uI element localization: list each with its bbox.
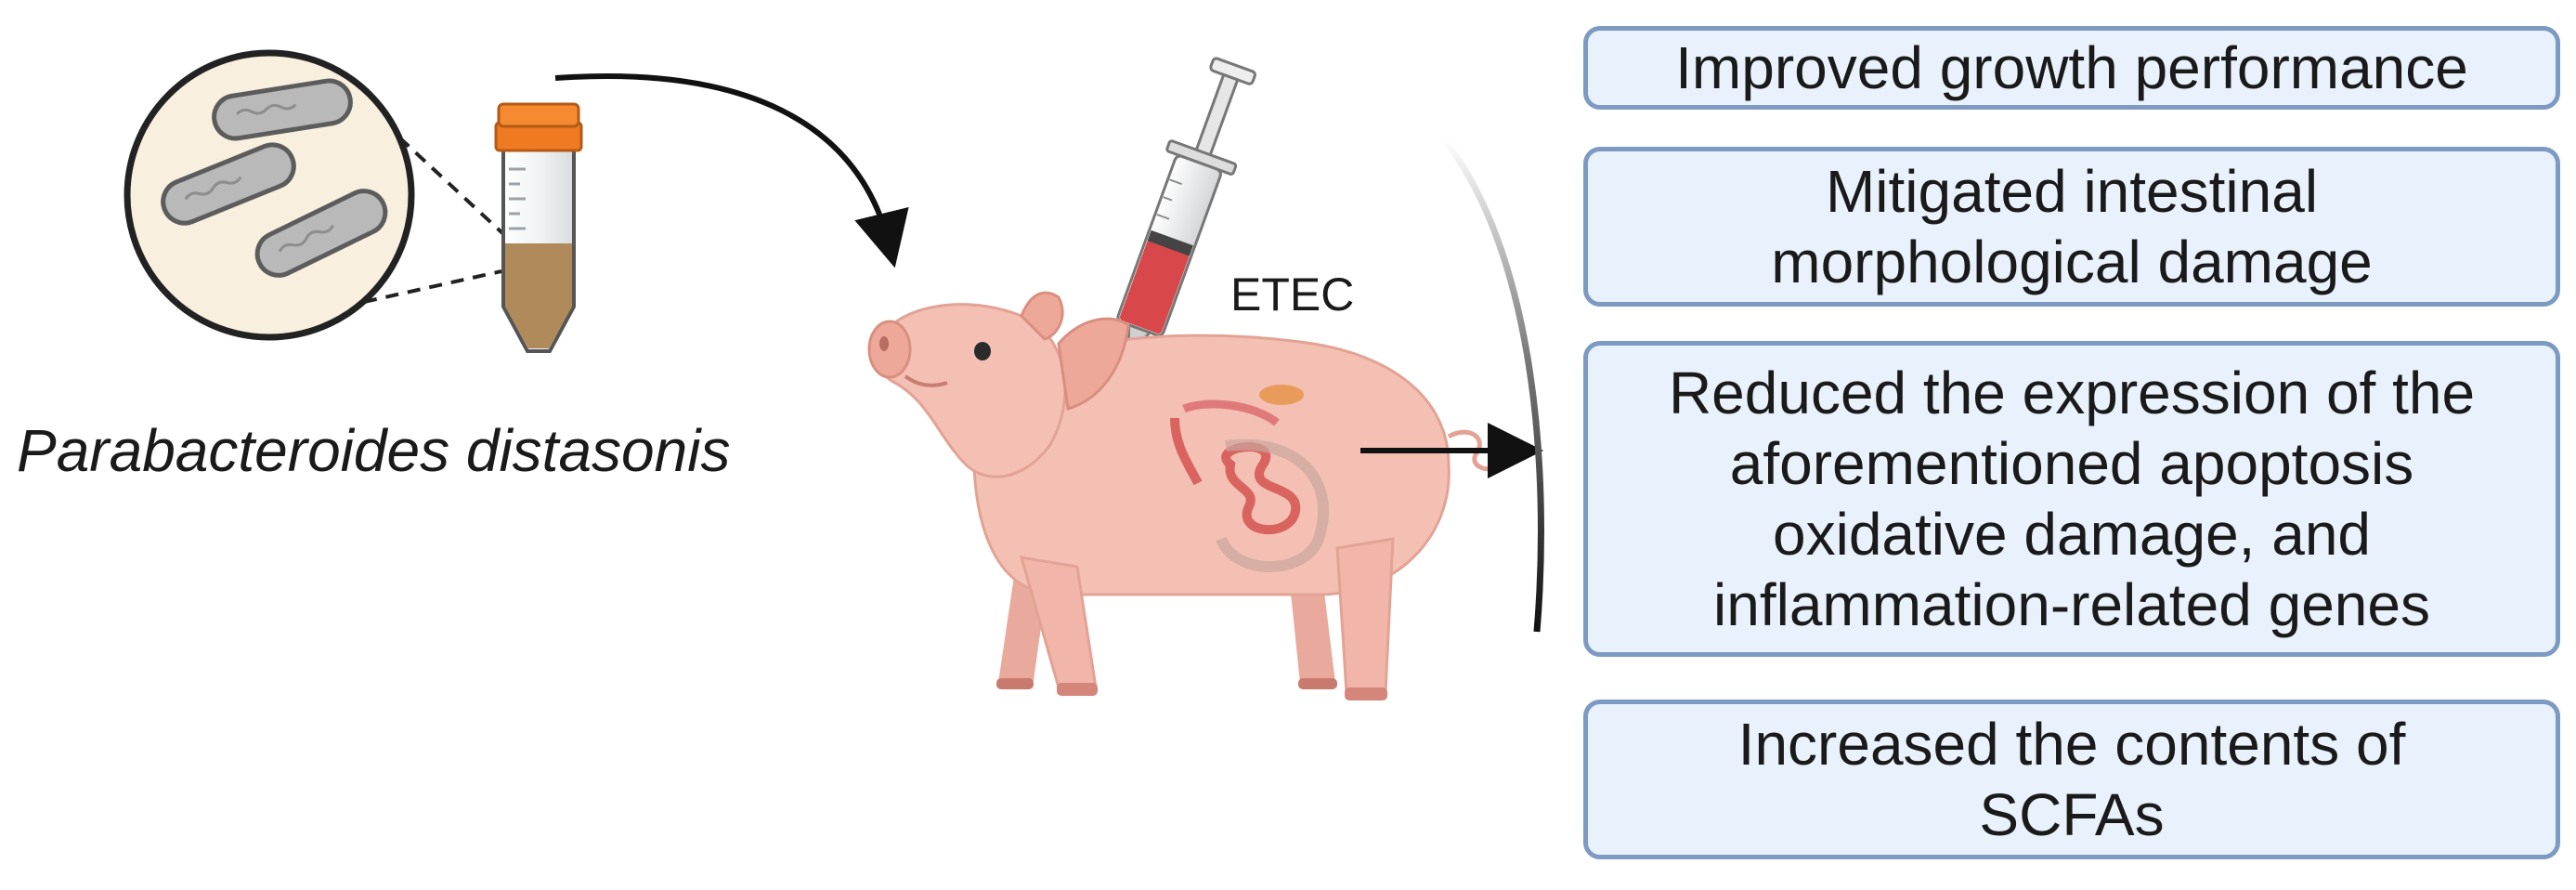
intestine-icon xyxy=(1170,385,1329,572)
outcome-text: inflammation-related genes xyxy=(1713,571,2430,638)
outcome-box-intestinal: Mitigated intestinal morphological damag… xyxy=(1583,147,2560,307)
arc-bracket xyxy=(1441,137,1544,633)
outcome-text: Reduced the expression of the xyxy=(1668,360,2476,426)
culture-tube-icon xyxy=(494,102,583,353)
outcome-text: SCFAs xyxy=(1979,781,2165,848)
outcome-box-growth: Improved growth performance xyxy=(1583,26,2560,110)
outcome-text: aforementioned apoptosis xyxy=(1729,430,2414,497)
etec-label: ETEC xyxy=(1230,268,1355,321)
outcome-text: oxidative damage, and xyxy=(1773,501,2371,568)
outcome-text: Improved growth performance xyxy=(1675,34,2468,101)
pig-icon xyxy=(867,291,1503,700)
petri-dish-icon xyxy=(124,49,415,341)
outcome-text: morphological damage xyxy=(1771,229,2373,295)
outcome-box-scfa: Increased the contents of SCFAs xyxy=(1583,700,2560,859)
zoom-lines xyxy=(363,136,515,304)
outcome-box-genes: Reduced the expression of the aforementi… xyxy=(1583,341,2560,657)
bacteria-icon xyxy=(161,78,388,278)
outcome-text: Mitigated intestinal xyxy=(1825,158,2319,225)
curved-arrow xyxy=(554,73,909,268)
outcome-text: Increased the contents of xyxy=(1737,711,2406,778)
species-label: Parabacteroides distasonis xyxy=(17,417,731,484)
